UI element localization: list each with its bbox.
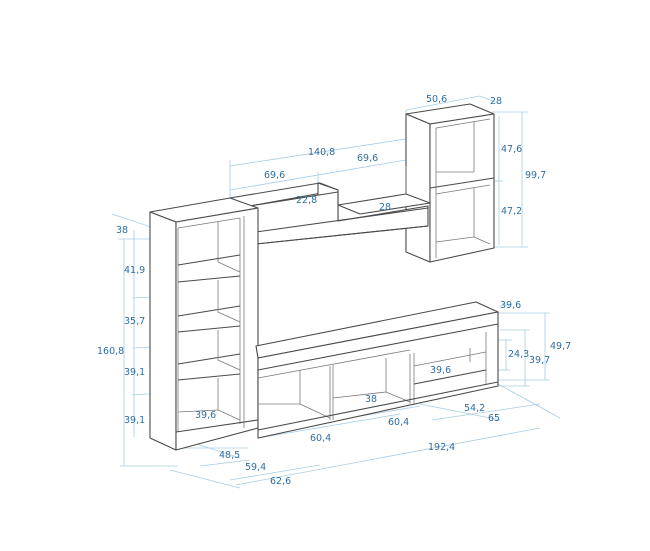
tv-unit (255, 301, 499, 439)
bookcase-height-label: 160,8 (97, 346, 124, 357)
wall-cabinet-height-label: 99,7 (525, 170, 546, 181)
tall-bookcase (149, 197, 259, 451)
tv-unit-total-length-label: 192,4 (428, 442, 455, 453)
shelf-depth-label: 28 (379, 202, 391, 213)
base-depth-a-label: 48,5 (219, 450, 240, 461)
shelf-total-width-label: 140,8 (308, 147, 335, 158)
bookcase-depth-label: 38 (116, 225, 128, 236)
tv-unit-compartment-left-label: 60,4 (310, 433, 331, 444)
base-depth-c-label: 62,6 (270, 476, 291, 487)
tv-unit-drawer-width-label: 54,2 (464, 403, 485, 414)
wall-cabinet-depth-label: 28 (490, 96, 502, 107)
tv-unit-depth-label: 39,6 (500, 300, 521, 311)
bookcase-shelf-1-label: 41,9 (124, 265, 145, 276)
tv-unit-right-section-label: 65 (488, 413, 500, 424)
tv-unit-compartment-depth-label: 38 (365, 394, 377, 405)
bookcase-inner-width-label: 39,6 (195, 410, 216, 421)
bookcase-shelf-4-label: 39,1 (124, 415, 145, 426)
tv-unit-height-label: 49,7 (550, 341, 571, 352)
tv-unit-drawer-inner-label: 39,6 (430, 365, 451, 376)
wall-cabinet (405, 103, 495, 263)
base-depth-b-label: 59,4 (245, 462, 266, 473)
shelf-riser-height-label: 22,8 (296, 195, 317, 206)
tv-unit-drawer-height-label: 24,3 (508, 349, 529, 360)
bookcase-shelf-2-label: 35,7 (124, 316, 145, 327)
shelf-left-section-label: 69,6 (264, 170, 285, 181)
bookcase-shelf-3-label: 39,1 (124, 367, 145, 378)
wall-cabinet-lower-label: 47,2 (501, 206, 522, 217)
tv-unit-body-height-label: 39,7 (529, 355, 550, 366)
dimension-labels: 50,6 28 47,6 99,7 47,2 140,8 69,6 69,6 2… (97, 94, 571, 487)
tv-unit-compartment-middle-label: 60,4 (388, 417, 409, 428)
floating-shelf (229, 166, 431, 245)
wall-cabinet-width-label: 50,6 (426, 94, 447, 105)
wall-cabinet-upper-label: 47,6 (501, 144, 522, 155)
shelf-right-section-label: 69,6 (357, 153, 378, 164)
